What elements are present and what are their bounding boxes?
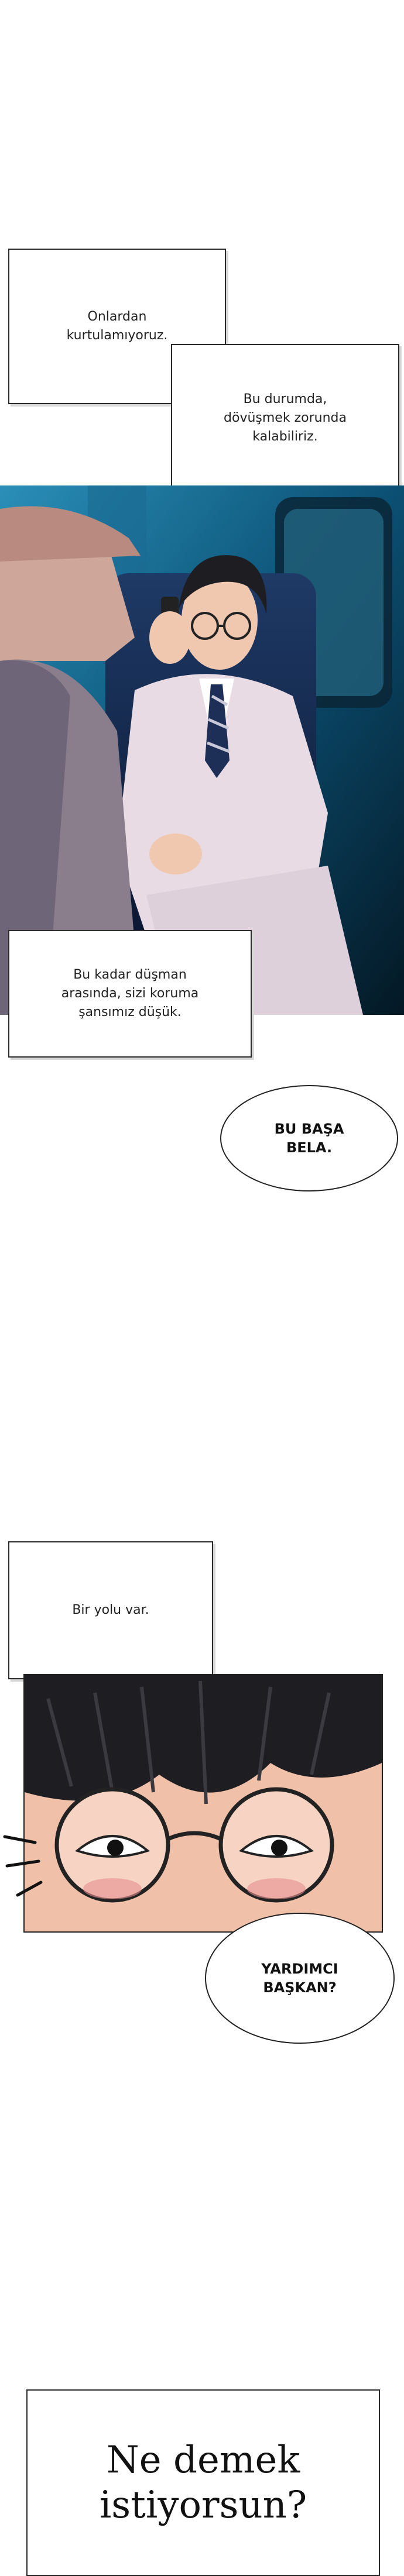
panel-man-on-phone-art (0, 485, 404, 1015)
speech-text-2: YARDIMCI BAŞKAN? (261, 1960, 338, 1996)
narration-box-2: Bu durumda, dövüşmek zorunda kalabiliriz… (171, 344, 399, 493)
panel-close-up-eyes-art (25, 1675, 382, 1931)
panel-man-on-phone (0, 485, 404, 1015)
narration-text-4: Bir yolu var. (72, 1603, 149, 1618)
narration-box-4: Bir yolu var. (8, 1541, 213, 1679)
speech-text-1: BU BAŞA BELA. (274, 1120, 344, 1156)
narration-box-1: Onlardan kurtulamıyoruz. (8, 249, 226, 404)
narration-box-3: Bu kadar düşman arasında, sizi koruma şa… (8, 930, 252, 1058)
narration-text-1: Onlardan kurtulamıyoruz. (66, 309, 168, 343)
panel-close-up-eyes (23, 1674, 383, 1933)
speech-bubble-1: BU BAŞA BELA. (220, 1085, 398, 1191)
motion-lines (3, 1835, 43, 1897)
narration-text-5: Ne demek istiyorsun? (99, 2438, 307, 2527)
narration-text-3: Bu kadar düşman arasında, sizi koruma şa… (61, 967, 199, 1020)
narration-box-5: Ne demek istiyorsun? (26, 2389, 380, 2576)
speech-bubble-2: YARDIMCI BAŞKAN? (205, 1913, 395, 2044)
narration-text-2: Bu durumda, dövüşmek zorunda kalabiliriz… (224, 392, 347, 444)
